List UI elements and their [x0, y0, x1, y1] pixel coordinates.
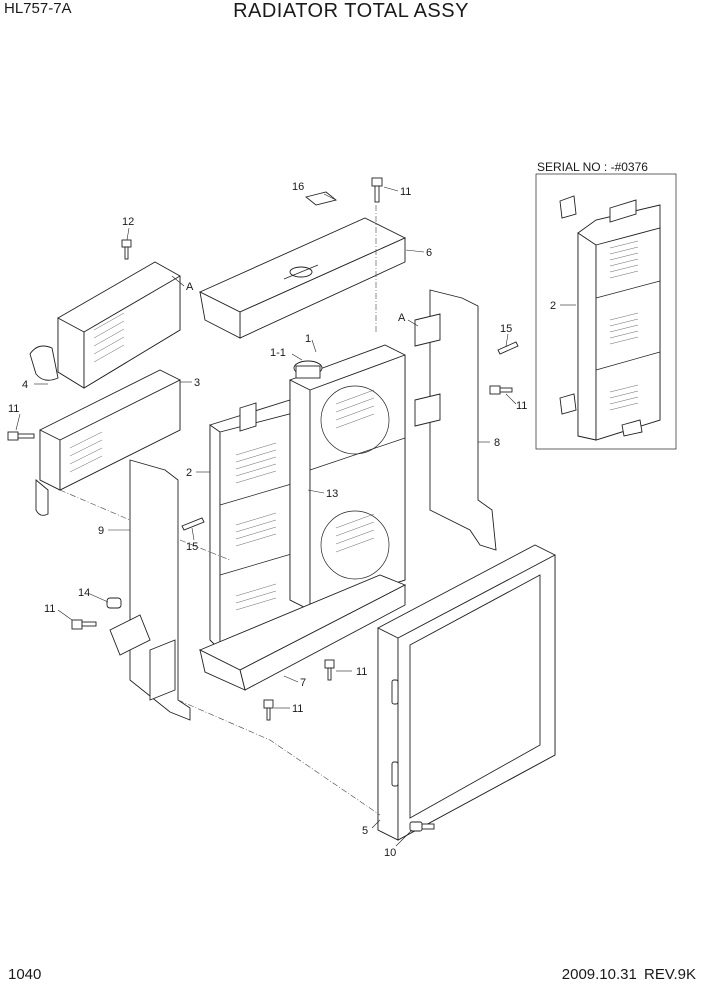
inset-frame: [535, 173, 677, 450]
callout-13: 13: [326, 488, 338, 500]
callout-1: 1: [305, 333, 311, 345]
callout-14: 14: [78, 587, 90, 599]
callout-1-1: 1-1: [270, 347, 286, 359]
callout-12: 12: [122, 216, 134, 228]
callout-9: 9: [98, 525, 104, 537]
callout-11-bottom: 11: [292, 703, 303, 715]
oil-cooler-part-3: [35, 369, 181, 516]
model-code: HL757-7A: [4, 0, 72, 17]
page-number: 1040: [8, 966, 42, 983]
page-title: RADIATOR TOTAL ASSY: [233, 0, 469, 22]
callout-2-inset: 2: [550, 300, 556, 312]
callout-5: 5: [362, 825, 368, 837]
pin-part-15-left: [181, 517, 205, 531]
bolt-part-11-top: [371, 177, 383, 203]
left-bracket-part-9: [109, 459, 191, 721]
radiator-core-part-2: [209, 399, 306, 652]
callout-4: 4: [22, 379, 28, 391]
pin-part-15-right: [497, 341, 519, 355]
shroud-frame-part-5: [377, 544, 556, 841]
bolt-part-10: [409, 821, 435, 832]
callout-labels: 16 11 12 6 A A 1 1-1 15 4 3 11 11 8 2 13…: [8, 181, 527, 859]
callout-2: 2: [186, 467, 192, 479]
callout-11-left: 11: [8, 403, 19, 415]
assembly-line-left: [59, 489, 381, 816]
bolt-part-11-lowleft: [71, 619, 97, 630]
callout-11-top: 11: [400, 186, 411, 198]
assembly-line-mid: [179, 539, 231, 561]
callout-3: 3: [194, 377, 200, 389]
callout-15-left: 15: [186, 541, 198, 553]
inset-radiator-core: [559, 195, 661, 441]
intercooler-part-4: [29, 261, 181, 389]
callout-15-right: 15: [500, 323, 512, 335]
date-revision: 2009.10.31 REV.9K: [561, 966, 696, 983]
callout-7: 7: [300, 677, 306, 689]
inset-serial-label: SERIAL NO : -#0376: [537, 160, 648, 174]
callout-a-left: A: [186, 281, 194, 293]
callout-8: 8: [494, 437, 500, 449]
pad-part-16: [305, 191, 337, 206]
bolt-part-11-left: [7, 431, 35, 441]
callout-11-right: 11: [516, 400, 527, 412]
bottom-support-part-7: [198, 574, 407, 691]
callout-16: 16: [292, 181, 304, 193]
serial-inset: SERIAL NO : -#0376 2: [535, 160, 677, 450]
callout-11-mid: 11: [356, 666, 367, 678]
bolt-part-14: [106, 597, 122, 609]
bolt-part-12: [121, 239, 132, 260]
bolt-part-11-mid: [324, 659, 335, 681]
bolt-part-11-bottom: [263, 699, 274, 721]
bolt-part-11-right: [489, 385, 513, 395]
leader-lines: [15, 186, 517, 847]
callout-10: 10: [384, 847, 396, 859]
top-cover-part-6: [198, 217, 407, 339]
right-bracket-part-8: [414, 289, 497, 551]
callout-6: 6: [426, 247, 432, 259]
callout-a-right: A: [398, 312, 406, 324]
callout-11-lowleft: 11: [44, 603, 55, 615]
radiator-main-part-1: [289, 344, 406, 611]
